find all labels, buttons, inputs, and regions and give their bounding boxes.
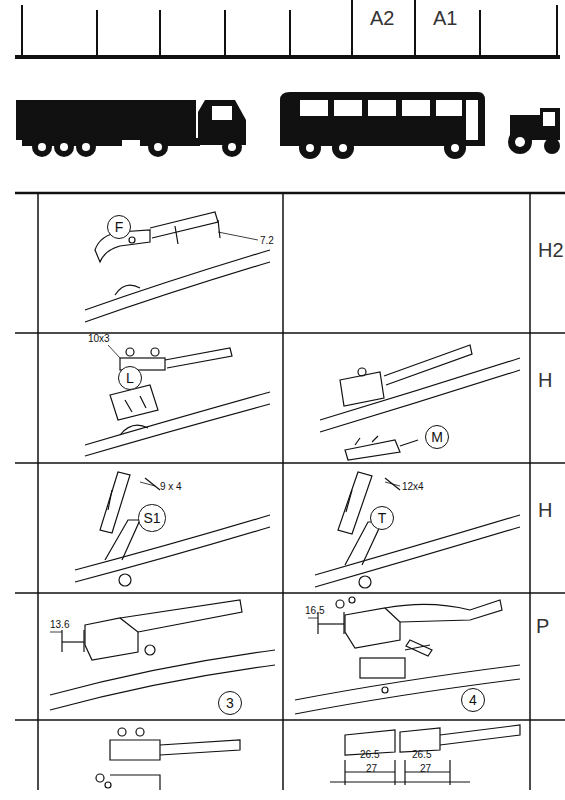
column-code: A1 [433, 8, 457, 28]
dimension-label: 9 x 4 [160, 482, 182, 492]
adapter-row5 [96, 725, 520, 790]
callout-circle: T [370, 506, 394, 530]
callout-circle: S1 [138, 504, 165, 531]
callout-circle: F [107, 215, 131, 239]
dimension-label: 7.2 [260, 236, 274, 246]
adapter-t [315, 472, 520, 588]
dimension-label: 27 [366, 764, 377, 774]
adapter-m [320, 345, 520, 460]
adapter-3 [50, 600, 275, 710]
dimension-label: 10x3 [88, 334, 110, 344]
column-code: H [538, 370, 552, 390]
dimension-label: 26.5 [412, 750, 431, 760]
vehicle-silhouettes [16, 92, 560, 159]
dimension-label: 13.6 [50, 620, 69, 630]
column-code: A2 [370, 8, 394, 28]
callout-letter: T [378, 511, 387, 525]
dimension-leaders [50, 232, 400, 632]
vehicle-windows [38, 100, 555, 152]
ruler [15, 0, 560, 57]
dimension-label: 27 [420, 764, 431, 774]
dimension-label: 16.5 [305, 606, 324, 616]
column-code: P [536, 616, 549, 636]
callout-circle: M [425, 425, 449, 449]
callout-circle: 3 [218, 691, 242, 715]
callout-letter: S1 [143, 511, 160, 525]
dimension-label: 26.5 [360, 750, 379, 760]
callout-letter: M [431, 430, 443, 444]
callout-letter: 3 [226, 696, 234, 710]
adapter-l [85, 348, 270, 456]
column-code: H [538, 500, 552, 520]
callout-circle: L [118, 366, 142, 390]
callout-letter: F [115, 220, 124, 234]
callout-letter: 4 [469, 693, 477, 707]
adapter-4 [295, 597, 520, 714]
table-grid [15, 193, 565, 790]
adapter-f [85, 212, 270, 322]
column-code: H2 [538, 240, 564, 260]
dimension-label: 12x4 [402, 482, 424, 492]
callout-circle: 4 [461, 688, 485, 712]
callout-letter: L [126, 371, 134, 385]
adapter-s1 [75, 472, 270, 586]
